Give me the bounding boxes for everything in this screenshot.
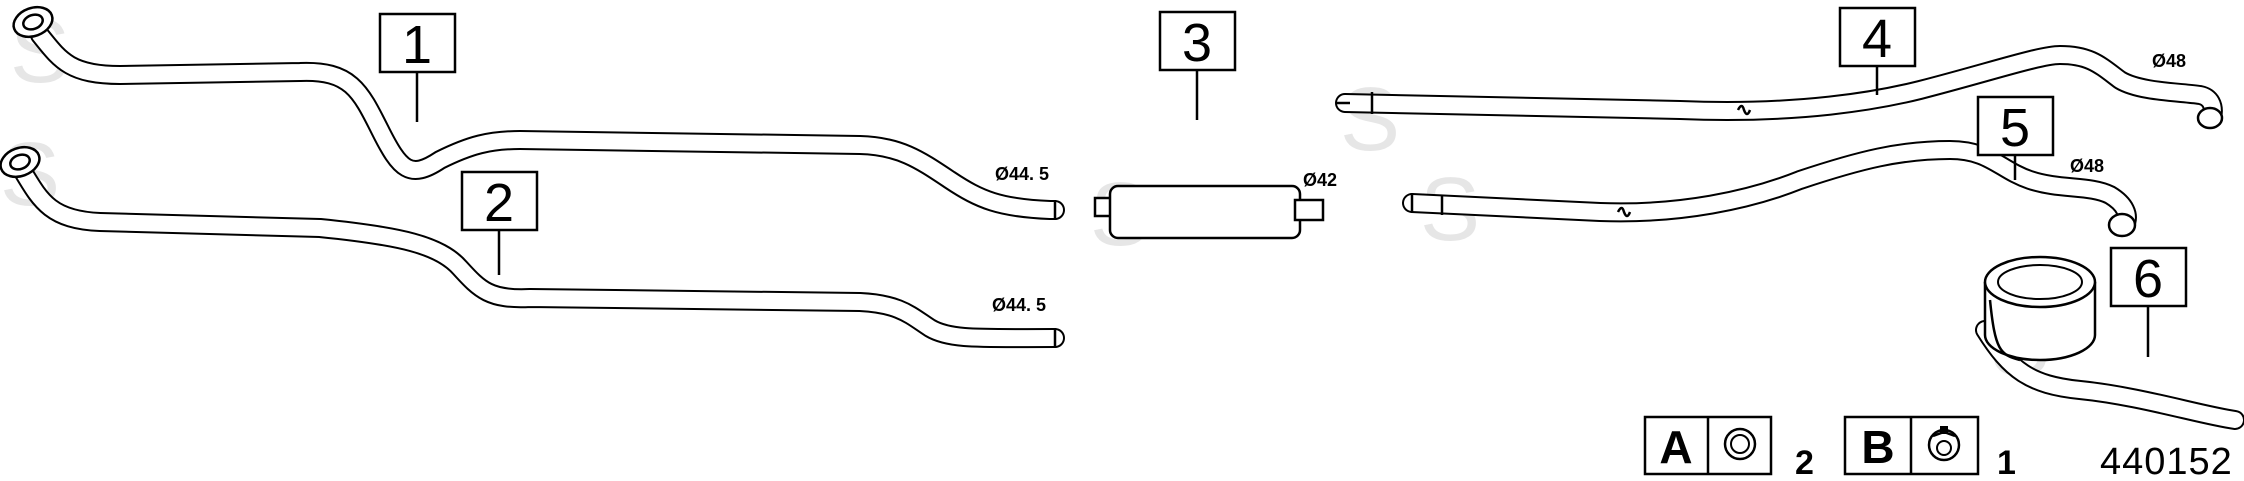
pipe-outlet [2107, 212, 2137, 238]
diameter-label: Ø48 [2070, 156, 2104, 176]
callout-4: 4 Ø48 [1838, 6, 2186, 95]
diameter-label: Ø42 [1303, 170, 1337, 190]
callout-1: 1 Ø44. 5 [378, 12, 1049, 184]
callout-label: 5 [2000, 98, 2030, 158]
callout-label: 1 [402, 15, 432, 75]
center-muffler-3[interactable] [1093, 184, 1325, 240]
legend-item-b: B 1 [1843, 415, 2016, 481]
diameter-label: Ø48 [2152, 51, 2186, 71]
rear-muffler-6[interactable] [1975, 255, 2244, 430]
callout-label: 4 [1862, 9, 1892, 69]
ring-gasket-icon [1723, 427, 1757, 461]
diameter-label: Ø44. 5 [995, 164, 1049, 184]
diameter-label: Ø44. 5 [992, 295, 1046, 315]
legend-quantity: 2 [1795, 444, 1814, 481]
document-number: 440152 [2100, 441, 2233, 481]
legend-letter: B [1861, 421, 1894, 473]
pipe-outlet [2196, 106, 2224, 130]
clamp-icon [1927, 426, 1961, 462]
front-pipe-1[interactable] [9, 2, 1065, 220]
legend-item-a: A 2 [1643, 415, 1814, 481]
intermediate-pipe-4[interactable] [1335, 45, 2224, 130]
callout-label: 6 [2133, 249, 2163, 309]
callout-3: 3 Ø42 [1158, 10, 1337, 190]
callout-5: 5 Ø48 [1976, 95, 2104, 180]
legend-quantity: 1 [1997, 444, 2016, 481]
clamp-mark [1736, 104, 1752, 116]
front-pipe-2[interactable] [0, 142, 1065, 349]
watermark-letter: S [1340, 70, 1400, 170]
callout-6: 6 [2109, 246, 2188, 357]
intermediate-pipe-5[interactable] [1402, 140, 2137, 238]
callout-label: 2 [484, 173, 514, 233]
callout-2: 2 Ø44. 5 [460, 170, 1046, 315]
legend-letter: A [1659, 421, 1692, 473]
callout-label: 3 [1182, 13, 1212, 73]
clamp-mark [1616, 206, 1632, 218]
